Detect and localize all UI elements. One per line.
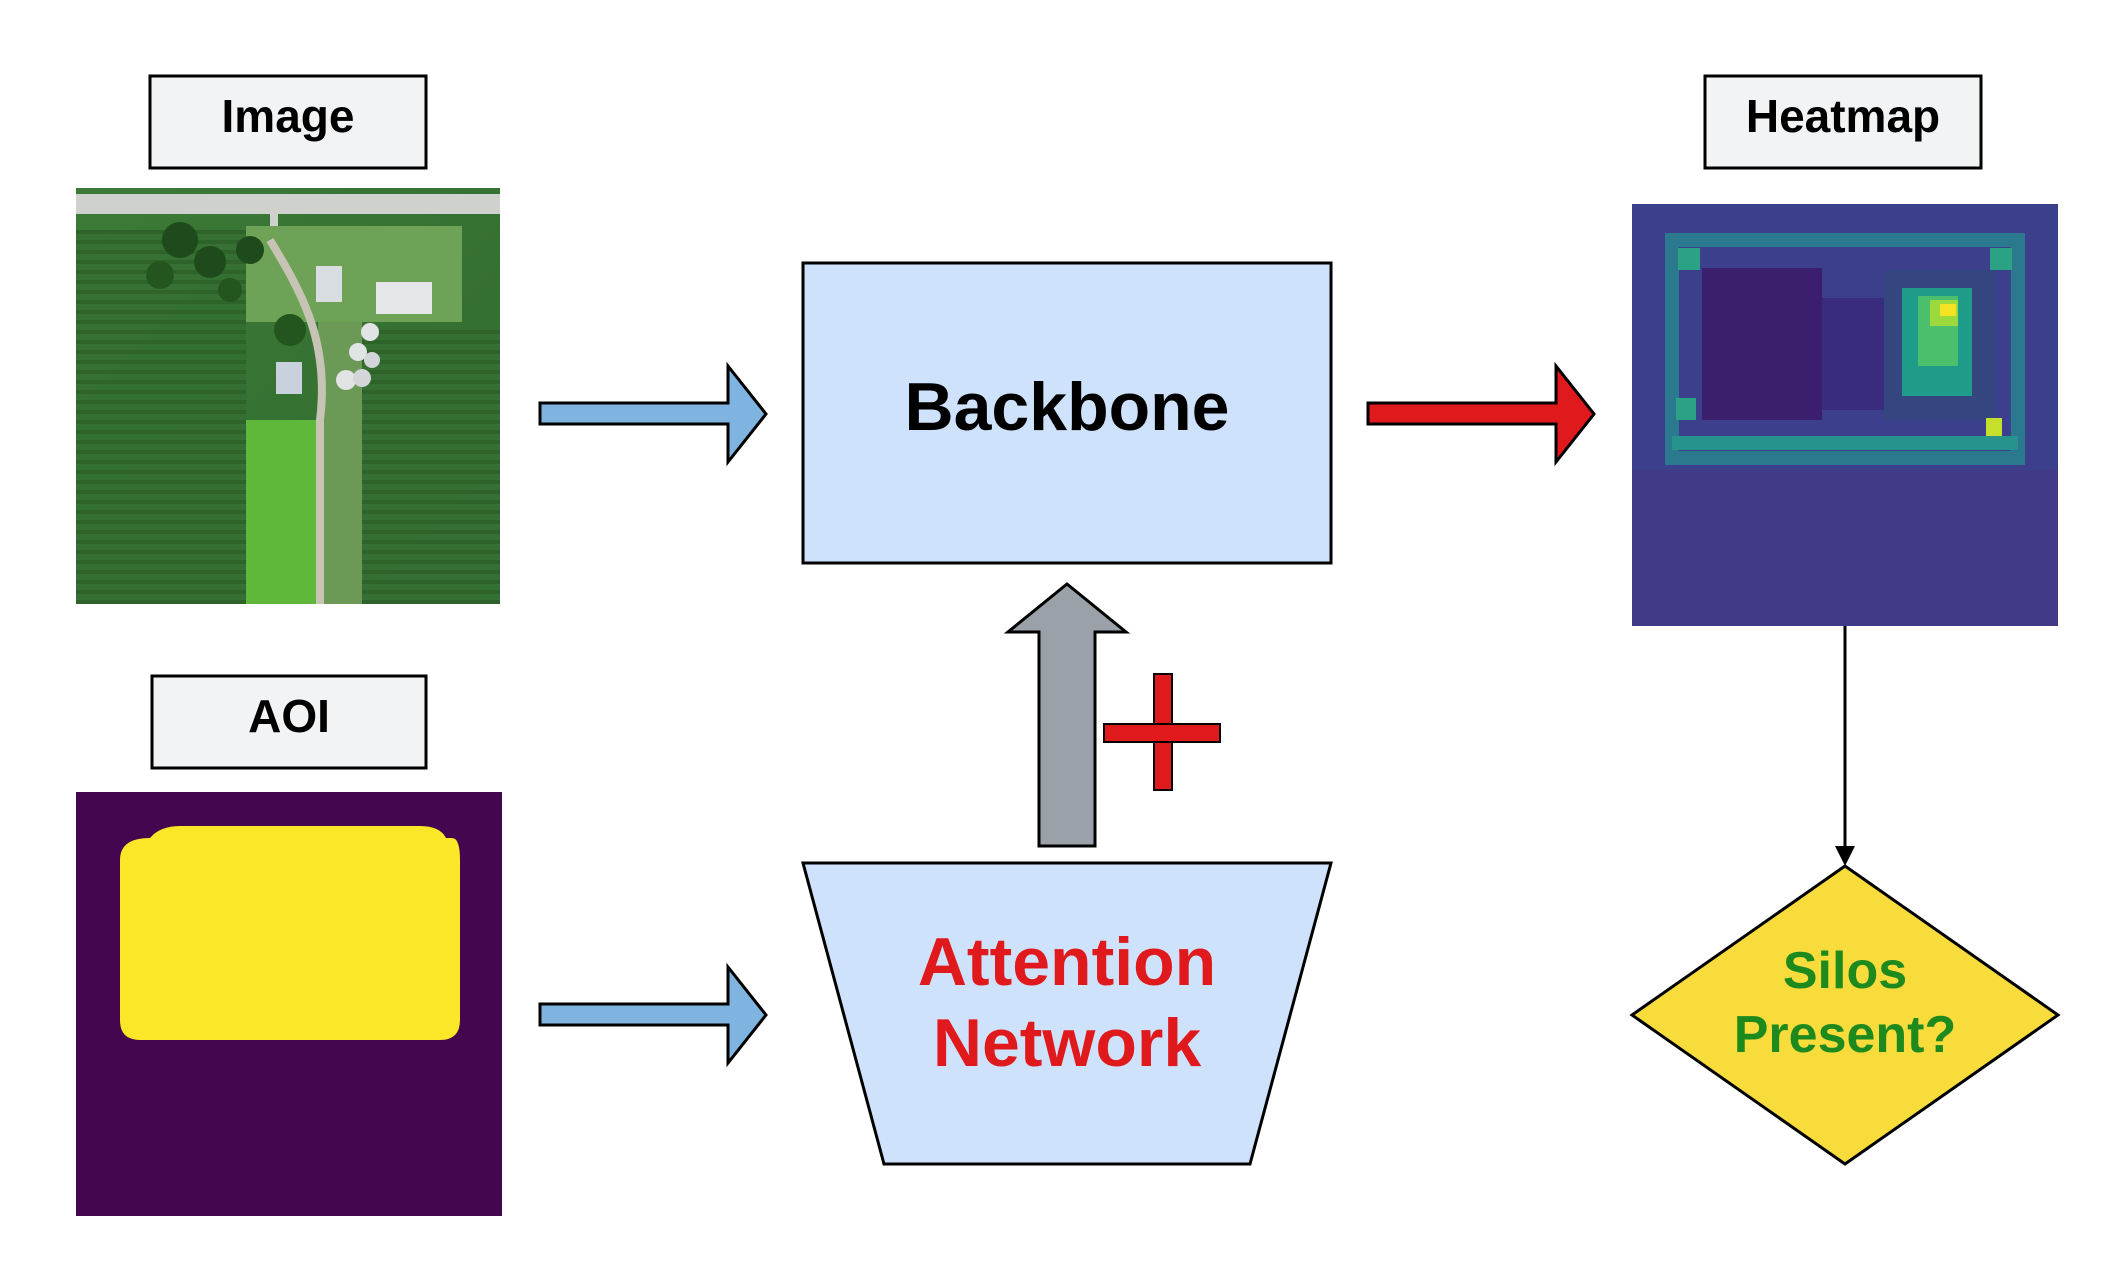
image-panel: [76, 188, 500, 604]
heatmap-panel: [1632, 204, 2058, 626]
image-label: Image: [222, 90, 355, 142]
decision-diamond: Silos Present?: [1629, 864, 2061, 1166]
backbone-to-heatmap-arrow: [1366, 361, 1596, 467]
attention-to-backbone-arrow: [1003, 582, 1131, 848]
backbone-box: Backbone: [801, 261, 1333, 565]
aoi-panel: [76, 792, 502, 1216]
heatmap-label: Heatmap: [1746, 90, 1940, 142]
image-label-box: Image: [148, 74, 428, 170]
heatmap-label-box: Heatmap: [1703, 74, 1983, 170]
attention-network: Attention Network: [801, 861, 1333, 1166]
decision-label-line2: Present?: [1734, 1006, 1957, 1064]
aoi-label-box: AOI: [150, 674, 428, 770]
attention-label-line1: Attention: [918, 924, 1216, 1000]
backbone-label: Backbone: [905, 369, 1230, 445]
plus-icon: [1103, 673, 1221, 791]
heatmap-to-decision-connector: [1835, 626, 1855, 866]
aoi-to-attention-arrow: [538, 962, 768, 1068]
aoi-label: AOI: [248, 690, 330, 742]
attention-label-line2: Network: [933, 1005, 1201, 1081]
image-to-backbone-arrow: [538, 361, 768, 467]
decision-label-line1: Silos: [1783, 942, 1907, 1000]
